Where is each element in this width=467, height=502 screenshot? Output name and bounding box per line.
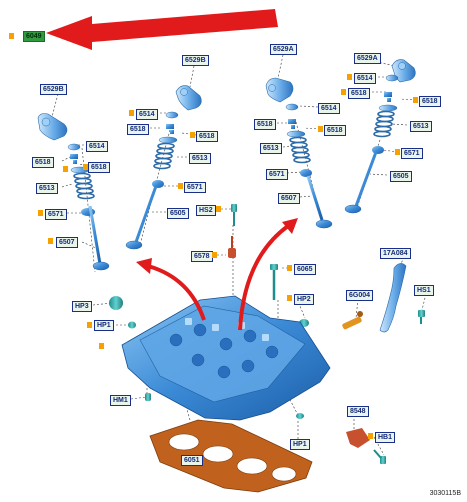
- callout-6571-a[interactable]: 6571: [45, 209, 67, 220]
- callout-6518-d2[interactable]: 6518: [419, 96, 441, 107]
- camshaft-sensor-6578: [228, 236, 236, 258]
- callout-6513-c[interactable]: 6513: [260, 143, 282, 154]
- orange-marker: [212, 252, 217, 258]
- bolt-hs1: [418, 310, 425, 324]
- callout-6529b-mid[interactable]: 6529B: [182, 55, 209, 66]
- rocker-arm-6529a-mid: [265, 77, 294, 103]
- cylinder-head-6049: [121, 295, 331, 421]
- callout-6514-a[interactable]: 6514: [86, 141, 108, 152]
- orange-marker: [129, 110, 134, 116]
- red-curved-arrow-right: [238, 218, 298, 331]
- callout-6513-d[interactable]: 6513: [410, 121, 432, 132]
- callout-hb1[interactable]: HB1: [375, 432, 396, 443]
- callout-17a084[interactable]: 17A084: [380, 248, 411, 259]
- orange-marker: [190, 132, 195, 138]
- callout-6529b-left[interactable]: 6529B: [40, 84, 67, 95]
- bracket-8548: [346, 428, 370, 448]
- callout-8548[interactable]: 8548: [347, 406, 369, 417]
- callout-hs2[interactable]: HS2: [196, 205, 216, 216]
- callout-6514-b[interactable]: 6514: [136, 109, 158, 120]
- orange-marker: [216, 206, 221, 212]
- callout-6065[interactable]: 6065: [294, 264, 316, 275]
- orange-marker: [9, 33, 14, 39]
- orange-marker: [83, 164, 88, 170]
- plug-hp3: [109, 296, 123, 310]
- orange-marker: [318, 126, 323, 132]
- orange-marker: [368, 433, 373, 439]
- plug-hp1-bottom: [296, 413, 304, 419]
- callout-6514-d[interactable]: 6514: [354, 73, 376, 84]
- callout-6571-b[interactable]: 6571: [184, 182, 206, 193]
- rocker-arm-6529a-right: [391, 59, 416, 83]
- callout-6051[interactable]: 6051: [181, 455, 203, 466]
- callout-hp2[interactable]: HP2: [294, 294, 314, 305]
- callout-6529a-mid[interactable]: 6529A: [270, 44, 297, 55]
- orange-marker: [347, 74, 352, 80]
- callout-6518-c1[interactable]: 6518: [254, 119, 276, 130]
- callout-6571-c[interactable]: 6571: [266, 169, 288, 180]
- plug-hp1-left: [128, 321, 136, 329]
- orange-marker: [395, 149, 400, 155]
- callout-6g004[interactable]: 6G004: [346, 290, 374, 301]
- bolt-hb1: [373, 449, 386, 464]
- callout-6049[interactable]: 6049: [23, 31, 45, 42]
- valve-set-3: [285, 103, 333, 229]
- callout-hp1-bottom[interactable]: HP1: [290, 439, 310, 450]
- callout-hs1[interactable]: HS1: [414, 285, 434, 296]
- callout-hm1[interactable]: HM1: [110, 395, 131, 406]
- callout-hp1-left[interactable]: HP1: [94, 320, 114, 331]
- valve-set-2: [125, 111, 179, 250]
- callout-6518-c2[interactable]: 6518: [324, 125, 346, 136]
- callout-6571-d[interactable]: 6571: [401, 148, 423, 159]
- callout-6578[interactable]: 6578: [191, 251, 213, 262]
- orange-marker: [341, 89, 346, 95]
- orange-marker: [287, 265, 292, 271]
- red-curved-arrow-left: [136, 258, 206, 321]
- big-red-arrow: [46, 9, 278, 50]
- dipstick-tube-17a084: [379, 263, 407, 333]
- sensor-6g004: [342, 311, 363, 330]
- callout-6513-b[interactable]: 6513: [189, 153, 211, 164]
- callout-6513-a[interactable]: 6513: [36, 183, 58, 194]
- orange-marker: [413, 97, 418, 103]
- bolt-hs2: [231, 204, 237, 226]
- orange-marker: [48, 238, 53, 244]
- callout-6518-b2[interactable]: 6518: [196, 131, 218, 142]
- plug-hm1: [145, 393, 151, 401]
- callout-6518-a2[interactable]: 6518: [88, 162, 110, 173]
- rocker-arm-6529b-mid: [175, 85, 202, 111]
- rocker-arm-6529b-left: [37, 113, 68, 141]
- orange-marker: [87, 322, 92, 328]
- orange-marker: [99, 343, 104, 349]
- head-gasket-6051: [149, 419, 313, 493]
- orange-marker: [38, 210, 43, 216]
- callout-6518-d1[interactable]: 6518: [348, 88, 370, 99]
- orange-marker: [178, 183, 183, 189]
- valve-set-1: [67, 143, 110, 271]
- callout-6529a-right[interactable]: 6529A: [354, 53, 381, 64]
- figure-number: 3030115B: [429, 490, 461, 497]
- callout-6505-a[interactable]: 6505: [167, 208, 189, 219]
- callout-6507-a[interactable]: 6507: [56, 237, 78, 248]
- valve-set-4: [344, 74, 399, 214]
- callout-6514-c[interactable]: 6514: [318, 103, 340, 114]
- orange-marker: [287, 295, 292, 301]
- orange-marker: [63, 166, 68, 172]
- callout-hp3[interactable]: HP3: [72, 301, 92, 312]
- stud-6065: [270, 264, 278, 300]
- callout-6518-a1[interactable]: 6518: [32, 157, 54, 168]
- callout-6507-b[interactable]: 6507: [278, 193, 300, 204]
- callout-6505-b[interactable]: 6505: [390, 171, 412, 182]
- callout-6518-b1[interactable]: 6518: [127, 124, 149, 135]
